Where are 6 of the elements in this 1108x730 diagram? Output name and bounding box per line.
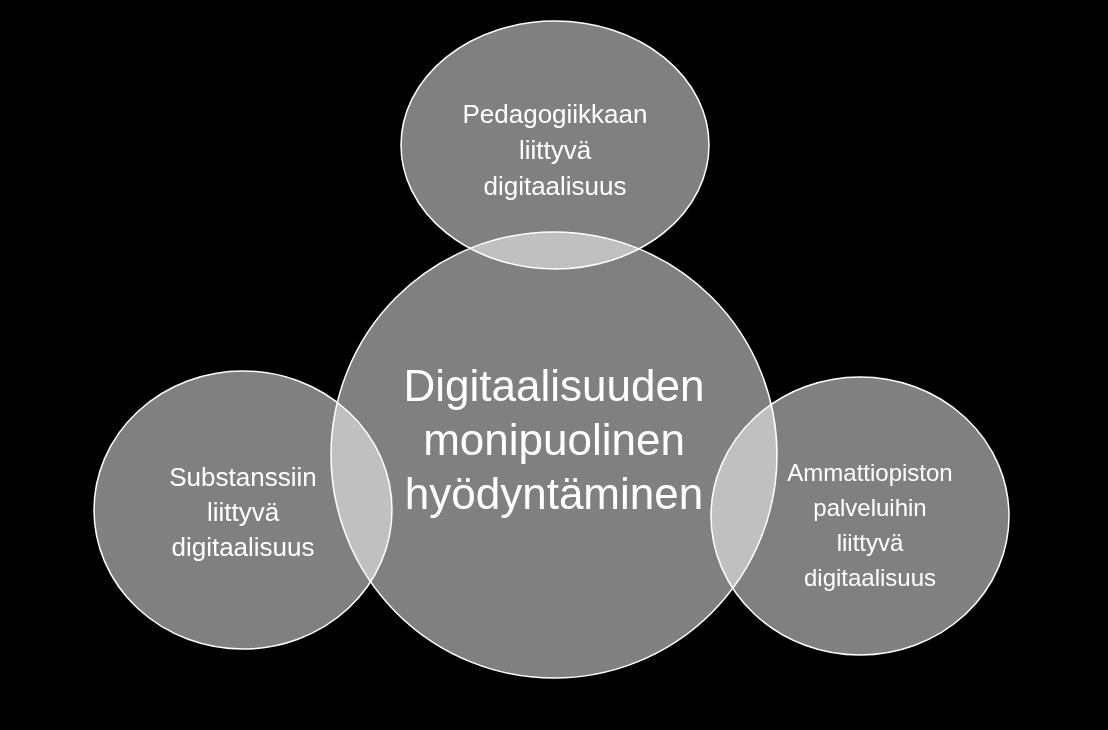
circle-label: Digitaalisuuden monipuolinen hyödyntäminen: [402, 360, 706, 520]
circle-label: Pedagogiikkaan liittyvä digitaalisuus: [461, 98, 649, 203]
venn-circle: [93, 370, 393, 650]
venn-circle: [710, 376, 1010, 656]
circle-label: Ammattiopiston palveluihin liittyvä digitaalisuus: [786, 458, 954, 593]
circle-label: Substanssiin liittyvä digitaalisuus: [168, 460, 318, 564]
